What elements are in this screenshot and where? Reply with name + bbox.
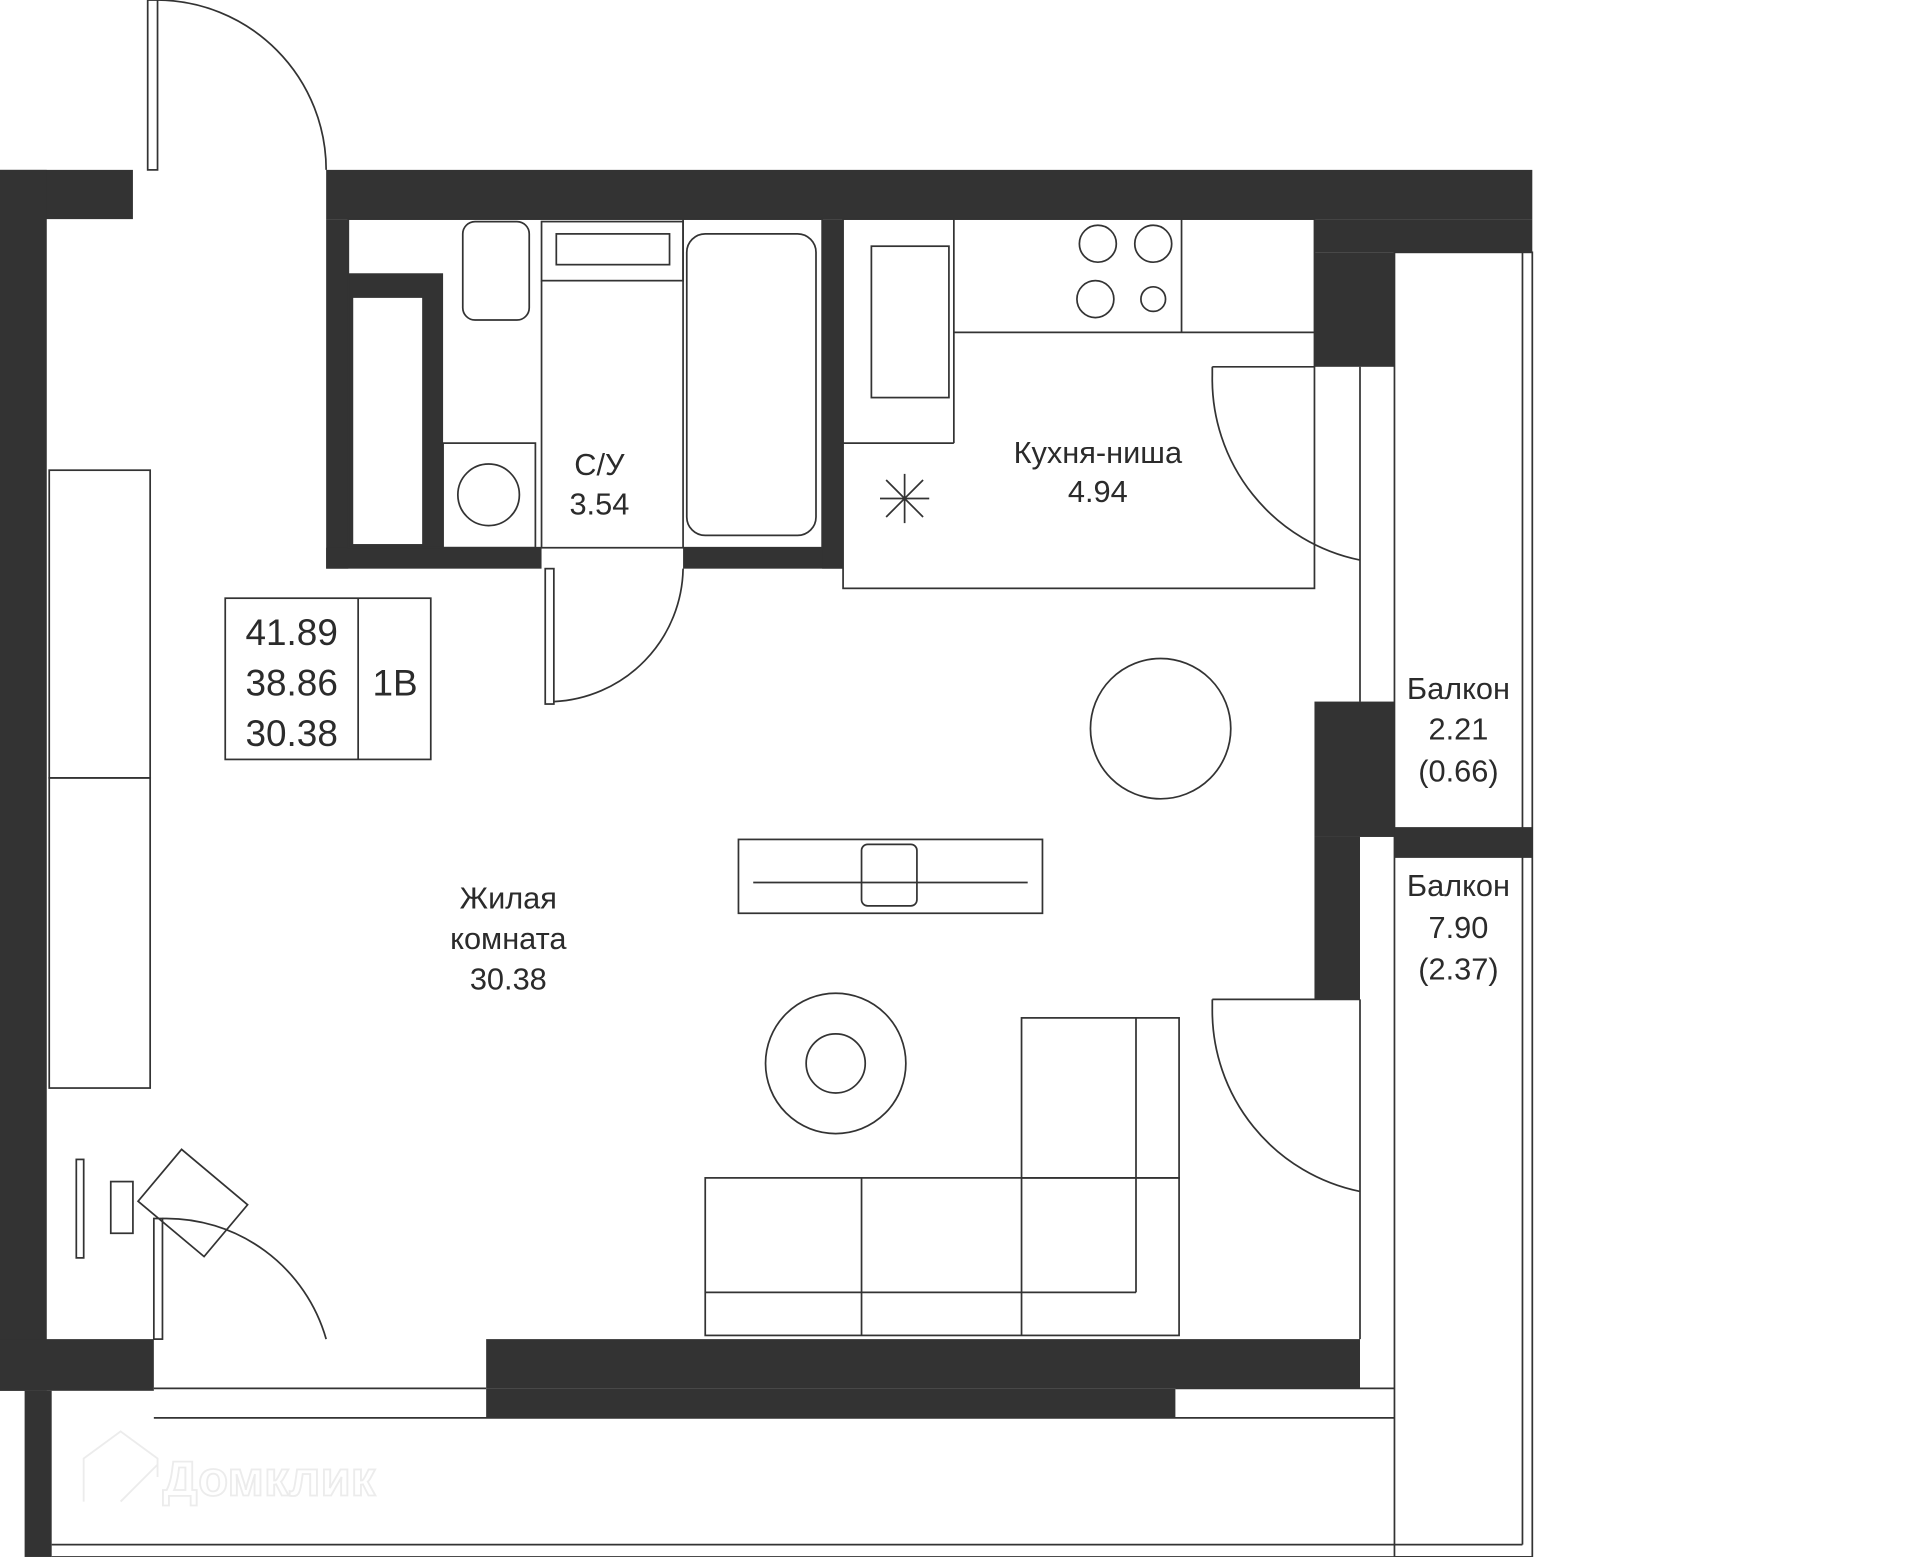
living-area: 30.38 [470, 962, 547, 997]
total-area: 41.89 [246, 612, 338, 653]
area-without-balcony: 38.86 [246, 662, 338, 703]
bathroom-area: 3.54 [569, 486, 629, 521]
living-name-2: комната [450, 921, 567, 956]
bathroom-fixtures [347, 218, 824, 549]
kitchen-fixtures [842, 218, 1316, 590]
balcony2-reduced: (2.37) [1418, 952, 1498, 987]
walls [0, 169, 1533, 1557]
domclick-watermark: Домклик [82, 1430, 377, 1507]
kitchen-name: Кухня-ниша [1014, 435, 1183, 470]
summary-box: 41.89 38.86 30.38 1В [224, 597, 432, 761]
balcony1-name: Балкон [1407, 671, 1510, 706]
watermark-text: Домклик [162, 1451, 375, 1506]
balcony1-area: 2.21 [1429, 712, 1489, 747]
bathroom-name: С/У [574, 447, 625, 482]
kitchen-area: 4.94 [1068, 474, 1128, 509]
apartment-type: 1В [372, 662, 417, 703]
balcony1-reduced: (0.66) [1418, 754, 1498, 789]
living-name-1: Жилая [460, 880, 557, 915]
living-furniture [48, 469, 1232, 1337]
doors [146, 0, 1361, 1340]
balcony2-name: Балкон [1407, 868, 1510, 903]
balcony2-area: 7.90 [1429, 910, 1489, 945]
living-area-summary: 30.38 [246, 713, 338, 754]
